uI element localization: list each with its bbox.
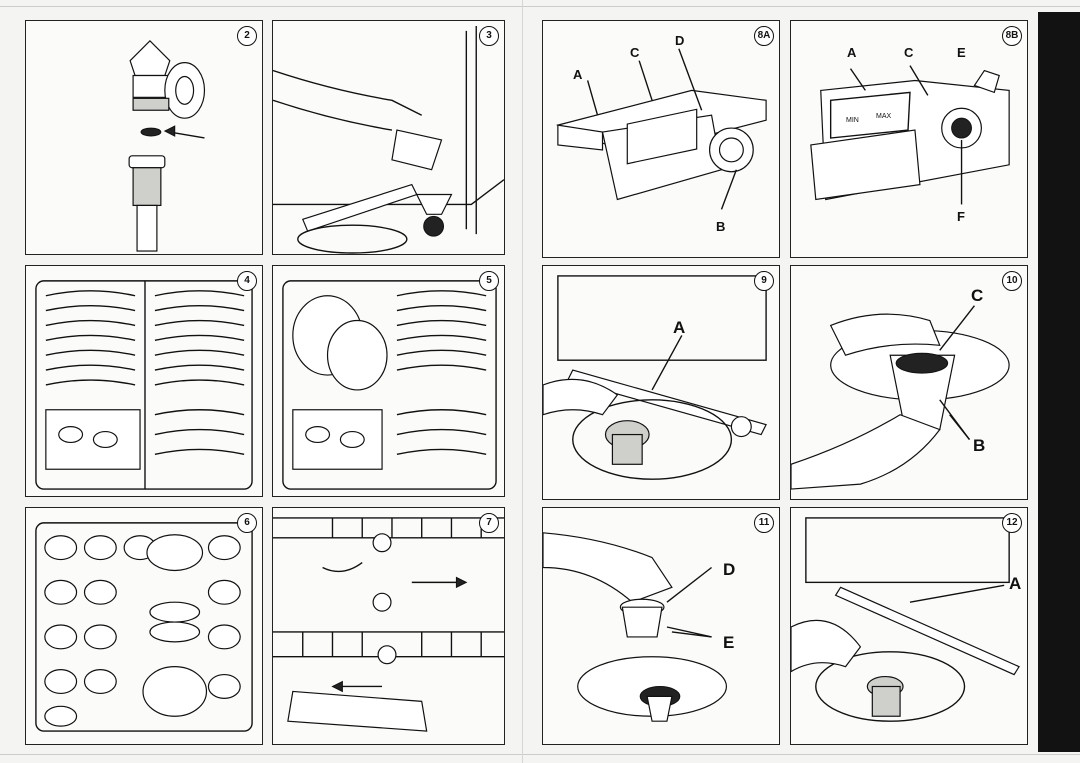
dispenser-dial-illustration (810, 65, 1010, 205)
panel-number-4: 4 (237, 271, 257, 291)
panel-11-filter-assembly: D E 11 (542, 507, 780, 745)
label-f: F (957, 209, 965, 224)
panel-8a-dispenser-front: A C D B 8A (542, 20, 780, 258)
top-border-line (0, 6, 1080, 7)
cups (44, 535, 241, 727)
plates-right (396, 290, 487, 456)
panel-10-filter-removal: C B 10 (790, 265, 1028, 500)
lower-rack-pots-illustration (282, 280, 497, 490)
rack-adjustment-illustration (273, 517, 504, 732)
label-b: B (716, 219, 726, 234)
page-fold (522, 0, 523, 763)
panel-number-11: 11 (754, 513, 774, 533)
panel-number-12: 12 (1002, 513, 1022, 533)
label-e: E (957, 45, 966, 60)
label-a: A (673, 318, 686, 337)
bottom-border-line (0, 754, 1080, 755)
spray-arm-illustration (543, 275, 767, 480)
panel-number-2: 2 (237, 26, 257, 46)
label-d: D (675, 33, 685, 48)
label-a: A (573, 67, 583, 82)
max-mark: MAX (876, 113, 892, 120)
upper-wire-grid (331, 517, 482, 538)
dispenser-open-illustration (555, 48, 767, 210)
spray-arm-install-illustration (791, 517, 1020, 722)
panel-12-spray-arm-install: A 12 (790, 507, 1028, 745)
label-c: C (971, 286, 984, 305)
label-a: A (847, 45, 857, 60)
label-a: A (1009, 574, 1022, 593)
label-c: C (904, 45, 914, 60)
panel-7-rack-adjustment: 7 (272, 507, 505, 745)
panel-2-hose-washer: 2 (25, 20, 263, 255)
filter-assembly-illustration (543, 532, 728, 722)
lower-wire-grid (302, 631, 482, 657)
upper-rack-illustration (35, 522, 253, 732)
panel-number-6: 6 (237, 513, 257, 533)
hose-washer-illustration (128, 39, 206, 252)
panel-8b-dispenser-dial: A C E F MIN MAX 8B (790, 20, 1028, 258)
panel-3-rinse-dispenser: 3 (272, 20, 505, 255)
label-d: D (723, 560, 736, 579)
panel-4-lower-rack-plates: 4 (25, 265, 263, 497)
scan-edge-bar (1038, 12, 1080, 752)
detergent-pouring-illustration (273, 25, 504, 254)
panel-number-3: 3 (479, 26, 499, 46)
label-b: B (973, 436, 986, 455)
plates-right (154, 290, 245, 456)
panel-number-5: 5 (479, 271, 499, 291)
panel-number-10: 10 (1002, 271, 1022, 291)
panel-9-spray-arm-removal: A 9 (542, 265, 780, 500)
lower-rack-illustration (35, 280, 253, 490)
filter-removal-illustration (791, 305, 1010, 490)
panel-6-upper-rack-cups: 6 (25, 507, 263, 745)
panel-5-lower-rack-pots: 5 (272, 265, 505, 497)
panel-number-7: 7 (479, 513, 499, 533)
label-c: C (630, 45, 640, 60)
plates-left (45, 290, 136, 386)
min-mark: MIN (846, 117, 859, 124)
panel-number-9: 9 (754, 271, 774, 291)
label-e: E (723, 633, 735, 652)
panel-number-8a: 8A (754, 26, 774, 46)
panel-number-8b: 8B (1002, 26, 1022, 46)
